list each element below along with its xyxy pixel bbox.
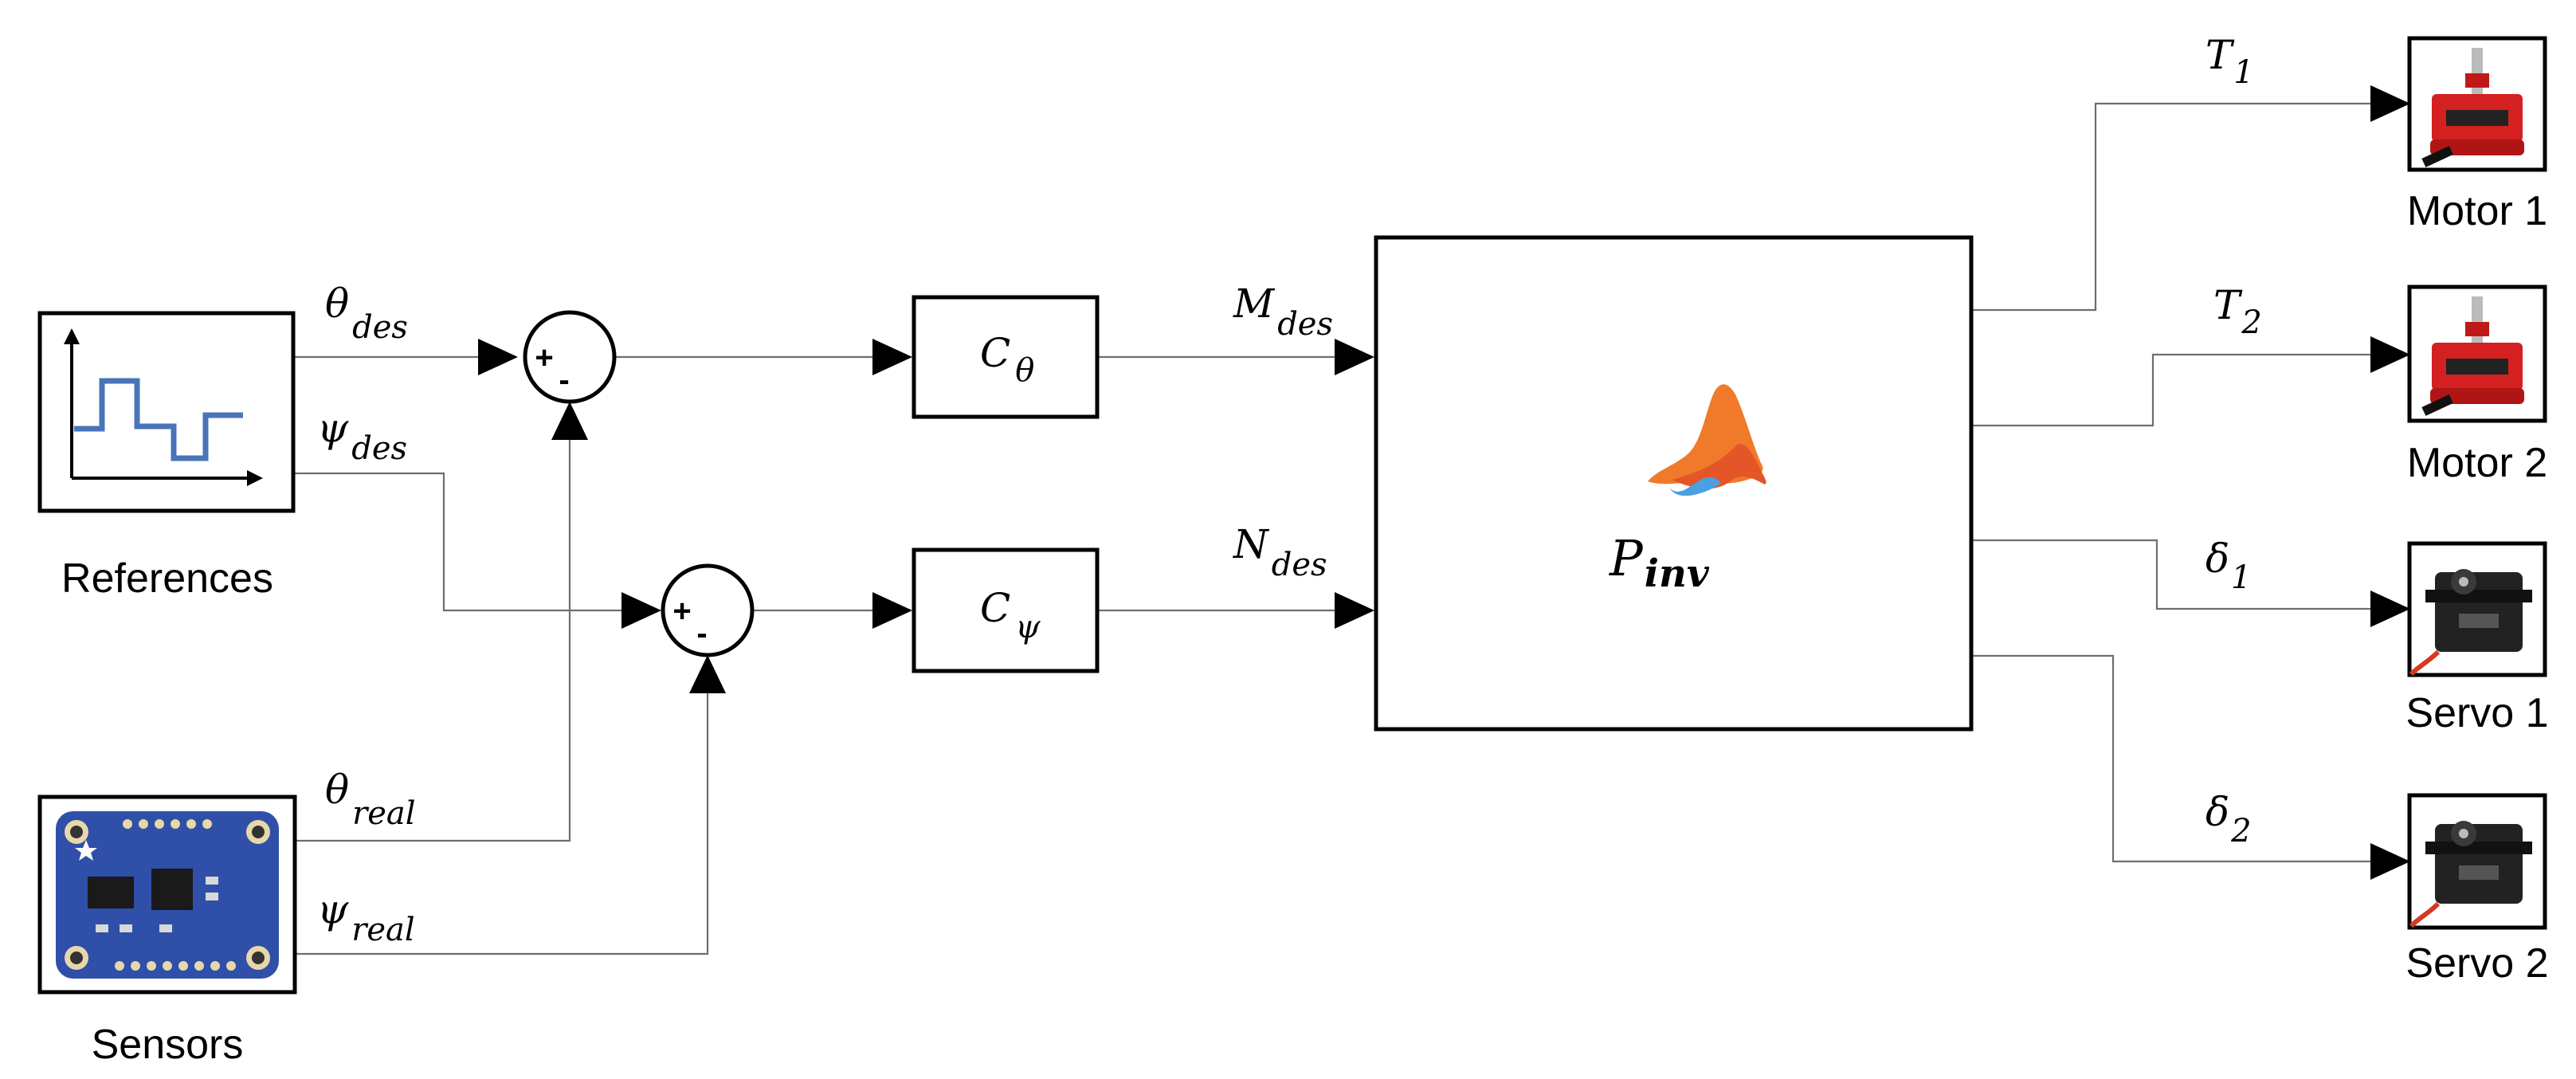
servo-icon bbox=[2409, 821, 2532, 928]
sum-theta-plus: + bbox=[535, 340, 553, 375]
signal-delta1: δ1 bbox=[2205, 536, 2252, 596]
signal-wires bbox=[295, 85, 2410, 955]
surface-logo-icon bbox=[1648, 384, 1766, 496]
sum-theta-minus: - bbox=[559, 363, 569, 398]
servo2-caption: Servo 2 bbox=[2405, 940, 2548, 987]
motor2-caption: Motor 2 bbox=[2407, 440, 2547, 486]
arrow-t1 bbox=[2370, 85, 2410, 122]
wire-delta1 bbox=[1970, 539, 2370, 610]
arrow-psi-des bbox=[621, 592, 661, 629]
arrow-m-des bbox=[1335, 339, 1374, 375]
arrow-n-des bbox=[1335, 592, 1374, 629]
step-signal-plot-icon bbox=[64, 328, 263, 486]
signal-t2: T2 bbox=[2213, 282, 2262, 341]
references-caption: References bbox=[61, 555, 273, 602]
wire-psi-des bbox=[295, 472, 621, 612]
servo-icon bbox=[2409, 569, 2532, 677]
arrow-delta2 bbox=[2370, 843, 2410, 880]
inverse-plant-block: Pinv bbox=[1374, 235, 1974, 732]
wire-theta-real bbox=[295, 440, 571, 842]
motor1-caption: Motor 1 bbox=[2407, 188, 2547, 234]
sum-junction-psi: + - bbox=[661, 563, 755, 657]
imu-sensor-board-icon bbox=[56, 811, 279, 979]
signal-theta-real: θreal bbox=[325, 767, 416, 832]
arrow-t2 bbox=[2370, 336, 2410, 373]
servo1-block: Servo 1 bbox=[2405, 541, 2549, 736]
wire-psi-real bbox=[295, 693, 709, 955]
motor2-block: Motor 2 bbox=[2407, 284, 2547, 486]
signal-delta2: δ2 bbox=[2205, 789, 2252, 849]
brushless-motor-icon bbox=[2421, 48, 2524, 167]
sum-psi-minus: - bbox=[696, 616, 707, 651]
arrow-theta-real bbox=[551, 402, 588, 440]
wire-delta2 bbox=[1970, 654, 2370, 863]
motor1-block: Motor 1 bbox=[2407, 36, 2547, 234]
servo1-caption: Servo 1 bbox=[2405, 690, 2548, 736]
sensors-caption: Sensors bbox=[92, 1022, 244, 1068]
servo2-block: Servo 2 bbox=[2405, 793, 2549, 987]
wire-t2 bbox=[1970, 353, 2370, 427]
arrow-c-psi-in bbox=[872, 592, 912, 629]
wire-t1 bbox=[1970, 102, 2370, 312]
sensors-block: Sensors bbox=[37, 795, 297, 1068]
arrow-delta1 bbox=[2370, 591, 2410, 627]
arrow-psi-real bbox=[689, 655, 726, 693]
arrow-c-theta-in bbox=[872, 339, 912, 375]
sum-psi-plus: + bbox=[672, 594, 691, 629]
sum-junction-theta: + - bbox=[523, 310, 617, 404]
p-inv-label: Pinv bbox=[1609, 529, 1710, 596]
signal-t1: T1 bbox=[2205, 32, 2254, 91]
arrow-theta-des bbox=[478, 339, 518, 375]
brushless-motor-icon bbox=[2421, 296, 2524, 416]
references-block: References bbox=[37, 311, 296, 602]
signal-theta-des: θdes bbox=[325, 281, 408, 346]
